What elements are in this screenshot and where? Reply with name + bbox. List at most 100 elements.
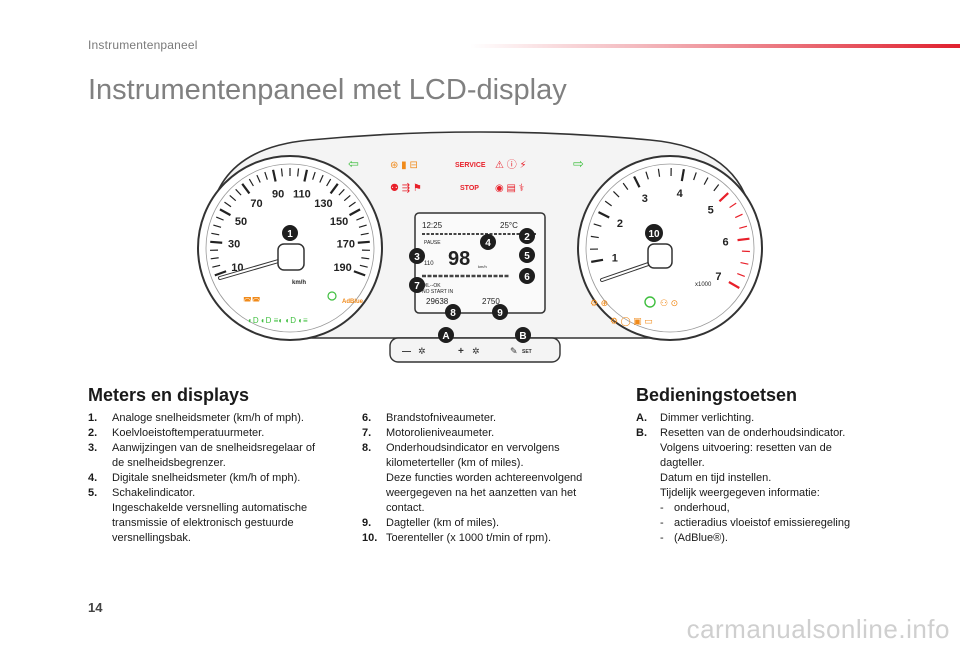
turn-right-indicator-icon: ⇨ — [573, 156, 584, 171]
gauge-tick — [213, 224, 222, 228]
list-item: 10.Toerenteller (x 1000 t/min of rpm). — [362, 531, 612, 546]
item-text: Volgens uitvoering: resetten van de — [660, 442, 832, 454]
gauge-tick — [633, 176, 641, 188]
item-text: Aanwijzingen van de snelheidsregelaar of — [112, 442, 316, 454]
warning-lights-top: ⇦ ⇨ ⊛ ▮ ⊟ SERVICE ⚠ ⓘ ⚡ ⚉ ⇶ ⚑ STOP ◉ ▤ ⚕ — [348, 156, 584, 194]
gauge-tick — [359, 264, 368, 268]
gauge-tick — [737, 273, 745, 278]
gauge-tick-label: 2 — [617, 218, 623, 230]
gauge-tick — [211, 232, 220, 236]
stop-light: STOP — [460, 185, 479, 192]
gauge-tick-label: 50 — [235, 216, 247, 228]
item-number: A. — [636, 412, 647, 424]
gauge-tick — [680, 169, 685, 182]
gauge-tick — [229, 194, 237, 202]
page-number: 14 — [88, 600, 103, 615]
speed-hub — [277, 243, 305, 271]
gauge-tick — [241, 183, 251, 195]
item-text: dagteller. — [660, 457, 705, 469]
item-text: Dimmer verlichting. — [660, 412, 755, 424]
item-text: versnellingsbak. — [112, 532, 191, 544]
dimmer-plus: + — [458, 346, 464, 357]
meters-list-col1: 1.Analoge snelheidsmeter (km/h of mph).2… — [88, 411, 338, 546]
turn-left-indicator-icon: ⇦ — [348, 156, 359, 171]
gauge-tick — [358, 224, 367, 228]
svg-text:◉ ▤ ⚕: ◉ ▤ ⚕ — [495, 183, 524, 194]
gauge-tick — [271, 169, 277, 182]
gauge-tick — [613, 191, 620, 198]
list-item: 2.Koelvloeistoftemperatuurmeter. — [88, 426, 338, 441]
meters-list-col2: 6.Brandstofniveaumeter.7.Motorolieniveau… — [362, 411, 612, 546]
callout-5: 5 — [519, 247, 535, 263]
gauge-tick — [264, 171, 268, 180]
list-item: B.Resetten van de onderhoudsindicator.Vo… — [636, 426, 886, 546]
gauge-tick — [622, 182, 629, 190]
gauge-tick-label: 170 — [337, 239, 355, 251]
rpm-hub — [647, 243, 673, 269]
dimmer-minus: — — [402, 346, 411, 356]
svg-text:7: 7 — [414, 281, 420, 292]
svg-text:6: 6 — [524, 272, 530, 283]
list-item: 9.Dagteller (km of miles). — [362, 516, 612, 531]
svg-text:km/h: km/h — [478, 264, 487, 269]
gauge-tick — [343, 194, 351, 202]
callout-8: 8 — [445, 304, 461, 320]
gauge-tick — [338, 188, 345, 196]
gauge-tick — [590, 235, 599, 239]
svg-text:8: 8 — [450, 308, 456, 319]
list-item: 5.Schakelindicator.Ingeschakelde versnel… — [88, 486, 338, 546]
gauge-tick-label: 110 — [293, 188, 311, 200]
item-text: Schakelindicator. — [112, 487, 196, 499]
gauge-tick — [739, 225, 748, 229]
svg-text:A: A — [442, 331, 449, 342]
wrench-icon: ✎ — [510, 346, 518, 356]
gauge-tick — [693, 172, 697, 181]
gauge-tick — [210, 240, 223, 244]
item-text: Dagteller (km of miles). — [386, 517, 500, 529]
callout-badges: 1 2 3 4 5 6 7 8 9 10 A B — [282, 224, 663, 343]
item-text: kilometerteller (km of miles). — [386, 457, 524, 469]
svg-text:⚠ ⓘ ⚡: ⚠ ⓘ ⚡ — [495, 159, 527, 171]
gauge-tick — [326, 178, 332, 187]
gauge-tick — [737, 237, 750, 242]
svg-text:B: B — [519, 331, 526, 342]
gauge-tick — [357, 240, 370, 244]
callout-10: 10 — [645, 224, 663, 242]
gauge-tick — [657, 168, 661, 177]
callout-a: A — [438, 327, 454, 343]
gauge-tick — [329, 183, 339, 195]
lcd-trip: 2750 — [482, 297, 500, 306]
gauge-tick — [604, 200, 612, 207]
item-number: 1. — [88, 412, 98, 424]
item-text: Datum en tijd instellen. — [660, 472, 772, 484]
gauge-tick — [713, 184, 720, 192]
lcd-speed-value: 98 — [448, 248, 470, 270]
speed-unit: km/h — [292, 280, 306, 286]
gauge-tick-label: 4 — [677, 188, 684, 200]
gauge-tick — [645, 171, 649, 180]
callout-9: 9 — [492, 304, 508, 320]
dimmer-minus-icon: ✲ — [418, 346, 426, 356]
gauge-tick-label: 1 — [612, 253, 618, 265]
item-text: Deze functies worden achtereenvolgend — [386, 472, 583, 484]
item-number: B. — [636, 427, 647, 439]
lcd-display: 12:25 25°C PAUSE 110 98 km/h OIL--OK NO … — [414, 212, 546, 314]
gauge-tick-label: 130 — [314, 198, 332, 210]
item-text: Digitale snelheidsmeter (km/h of mph). — [112, 472, 301, 484]
gauge-tick-label: 30 — [228, 239, 240, 251]
svg-text:5: 5 — [524, 251, 530, 262]
callout-7: 7 — [409, 277, 425, 293]
gauge-tick-label: 3 — [642, 193, 648, 205]
callout-4: 4 — [480, 234, 496, 250]
gauge-tick — [593, 223, 602, 227]
list-item: 7.Motorolieniveaumeter. — [362, 426, 612, 441]
svg-text:◚◚: ◚◚ — [243, 296, 260, 306]
gauge-tick — [348, 201, 356, 208]
gauge-tick — [303, 169, 309, 182]
gauge-tick — [280, 168, 283, 177]
lcd-service-notice: NO START IN — [422, 289, 454, 295]
svg-text:⚉ ⇶ ⚑: ⚉ ⇶ ⚑ — [390, 182, 422, 194]
